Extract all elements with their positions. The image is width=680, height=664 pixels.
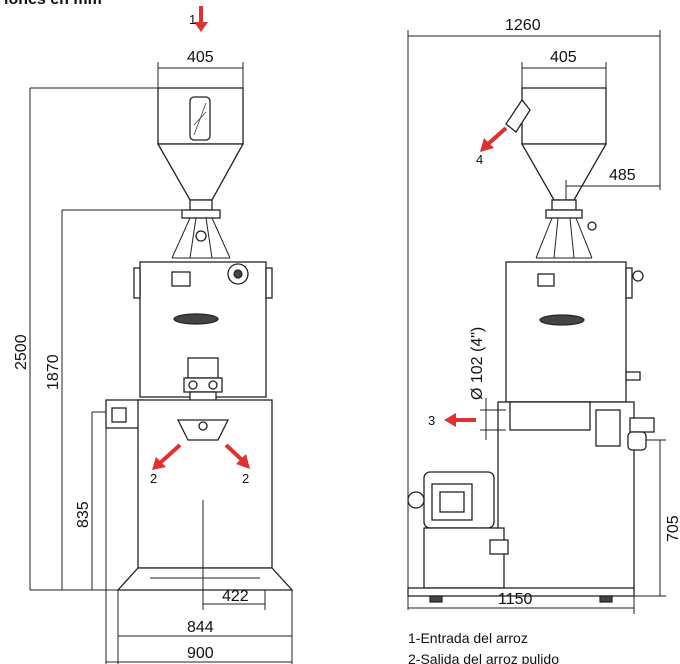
legend-item-1: 1-Entrada del arroz (408, 630, 528, 646)
arrow-label-2b: 2 (242, 471, 249, 486)
arrow-label-1: 1 (189, 12, 196, 27)
arrow-label-3: 3 (428, 413, 435, 428)
dim-405-front: 405 (187, 49, 214, 66)
dim-844: 844 (187, 619, 214, 636)
arrow-label-2a: 2 (150, 471, 157, 486)
dim-485: 485 (609, 167, 636, 184)
base-frame (116, 567, 294, 591)
dim-405-side: 405 (550, 49, 577, 66)
dim-422: 422 (222, 588, 249, 605)
logo-emblem (173, 313, 219, 325)
arrow-label-4: 4 (476, 152, 483, 167)
dim-2500: 2500 (13, 334, 30, 370)
dim-1260: 1260 (505, 17, 541, 34)
dim-pipe-diameter: Ø 102 (4") (469, 327, 486, 400)
dim-1150: 1150 (498, 591, 533, 608)
dim-900: 900 (187, 645, 214, 662)
outlet-spout (187, 357, 219, 379)
legend-item-2: 2-Salida del arroz pulido (408, 651, 559, 664)
hopper-cone (156, 143, 245, 201)
dim-705: 705 (665, 515, 680, 542)
dim-1870: 1870 (45, 354, 62, 390)
side-knob-icon (632, 270, 644, 282)
legend: 1-Entrada del arroz 2-Salida del arroz p… (408, 630, 559, 664)
side-view: 1260 405 4 485 (407, 17, 680, 614)
dim-835: 835 (75, 501, 92, 528)
hopper-neck (189, 199, 213, 211)
header-title: iones en mm (4, 0, 102, 8)
front-view: 1 405 (13, 6, 294, 664)
inlet-arrow (194, 6, 208, 32)
